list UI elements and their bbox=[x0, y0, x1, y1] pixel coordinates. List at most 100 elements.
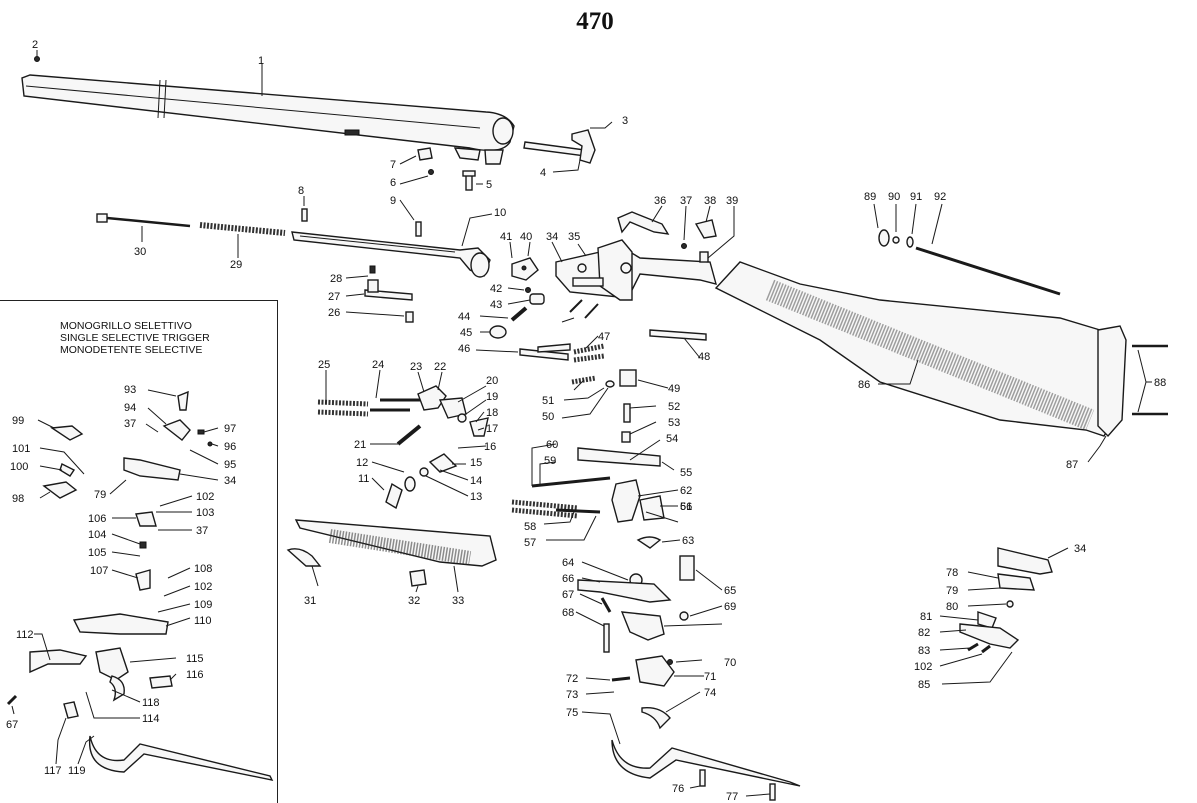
inset-heading-french: MONODETENTE SELECTIVE bbox=[60, 344, 203, 356]
part-label-main-25: 26 bbox=[328, 307, 340, 319]
part-label-inset-17: 105 bbox=[88, 547, 106, 559]
inset-parts bbox=[6, 390, 274, 781]
part-label-main-64: 65 bbox=[724, 585, 736, 597]
part-label-inset-5: 95 bbox=[224, 459, 236, 471]
part-label-main-15: 16 bbox=[484, 441, 496, 453]
part-number-labels: 1234567891011121314151617181920212223242… bbox=[6, 39, 1166, 803]
part-label-main-12: 13 bbox=[470, 491, 482, 503]
part-label-right-0: 34 bbox=[1074, 543, 1086, 555]
part-label-inset-21: 109 bbox=[194, 599, 212, 611]
part-label-inset-4: 96 bbox=[224, 441, 236, 453]
part-label-main-3: 4 bbox=[540, 167, 546, 179]
diagram-title: 470 bbox=[576, 8, 614, 35]
part-label-main-49: 50 bbox=[542, 411, 554, 423]
part-label-main-59: 60 bbox=[546, 439, 558, 451]
part-label-main-56: 57 bbox=[524, 537, 536, 549]
part-label-inset-26: 118 bbox=[142, 697, 160, 709]
part-label-main-74: 75 bbox=[566, 707, 578, 719]
part-label-inset-19: 108 bbox=[194, 563, 212, 575]
part-label-main-18: 19 bbox=[486, 391, 498, 403]
part-label-right-1: 78 bbox=[946, 567, 958, 579]
part-label-inset-1: 94 bbox=[124, 402, 136, 414]
part-label-inset-14: 106 bbox=[88, 513, 106, 525]
part-label-main-37: 38 bbox=[704, 195, 716, 207]
part-label-main-41: 42 bbox=[490, 283, 502, 295]
part-label-main-65: 66 bbox=[562, 573, 574, 585]
forend-assembly bbox=[286, 519, 497, 587]
part-label-inset-24: 115 bbox=[186, 653, 204, 665]
part-label-main-32: 33 bbox=[452, 595, 464, 607]
part-label-main-48: 49 bbox=[668, 383, 680, 395]
part-label-main-8: 9 bbox=[390, 195, 396, 207]
part-label-main-63: 64 bbox=[562, 557, 574, 569]
part-label-main-46: 47 bbox=[598, 331, 610, 343]
part-label-inset-12: 102 bbox=[196, 491, 214, 503]
part-label-main-82: 91 bbox=[910, 191, 922, 203]
part-label-main-30: 31 bbox=[304, 595, 316, 607]
part-label-main-55: 56 bbox=[680, 501, 692, 513]
inset-heading-english: SINGLE SELECTIVE TRIGGER bbox=[60, 332, 210, 344]
part-label-inset-10: 98 bbox=[12, 493, 24, 505]
barrel-assembly bbox=[21, 50, 515, 165]
part-label-main-45: 46 bbox=[458, 343, 470, 355]
part-label-inset-6: 34 bbox=[224, 475, 236, 487]
part-label-main-11: 12 bbox=[356, 457, 368, 469]
part-label-main-20: 21 bbox=[354, 439, 366, 451]
part-label-right-8: 85 bbox=[918, 679, 930, 691]
part-label-main-69: 70 bbox=[724, 657, 736, 669]
part-label-main-53: 54 bbox=[666, 433, 678, 445]
stock-assembly bbox=[714, 229, 1168, 438]
part-label-inset-25: 116 bbox=[186, 669, 204, 681]
part-label-main-9: 10 bbox=[494, 207, 506, 219]
part-label-main-29: 30 bbox=[134, 246, 146, 258]
part-label-main-47: 48 bbox=[698, 351, 710, 363]
part-label-main-1: 2 bbox=[32, 39, 38, 51]
part-label-main-2: 3 bbox=[622, 115, 628, 127]
part-label-inset-23: 112 bbox=[16, 629, 34, 641]
inset-heading: MONOGRILLO SELETTIVO SINGLE SELECTIVE TR… bbox=[60, 320, 210, 356]
leader-lines bbox=[11, 64, 1152, 797]
rods-springs-upper bbox=[96, 213, 491, 278]
small-upper-parts bbox=[301, 129, 596, 237]
part-label-inset-2: 37 bbox=[124, 418, 136, 430]
part-label-main-43: 44 bbox=[458, 311, 470, 323]
part-label-main-38: 39 bbox=[726, 195, 738, 207]
part-label-main-76: 77 bbox=[726, 791, 738, 803]
part-label-main-0: 1 bbox=[258, 55, 264, 67]
part-label-main-21: 22 bbox=[434, 361, 446, 373]
part-label-main-72: 73 bbox=[566, 689, 578, 701]
part-label-inset-8: 101 bbox=[12, 443, 30, 455]
part-label-main-83: 92 bbox=[934, 191, 946, 203]
part-label-main-14: 15 bbox=[470, 457, 482, 469]
part-label-inset-15: 37 bbox=[196, 525, 208, 537]
part-label-main-19: 20 bbox=[486, 375, 498, 387]
part-label-main-31: 32 bbox=[408, 595, 420, 607]
part-label-main-6: 7 bbox=[390, 159, 396, 171]
part-label-inset-7: 99 bbox=[12, 415, 24, 427]
part-label-main-23: 24 bbox=[372, 359, 384, 371]
part-label-main-5: 6 bbox=[390, 177, 396, 189]
part-label-main-52: 53 bbox=[668, 417, 680, 429]
part-label-main-39: 40 bbox=[520, 231, 532, 243]
part-label-main-71: 72 bbox=[566, 673, 578, 685]
part-label-main-33: 34 bbox=[546, 231, 558, 243]
part-label-main-35: 36 bbox=[654, 195, 666, 207]
part-label-main-77: 86 bbox=[858, 379, 870, 391]
part-label-main-60: 61 bbox=[680, 501, 692, 513]
single-trigger-inset-frame bbox=[0, 300, 278, 803]
part-label-right-7: 102 bbox=[914, 661, 932, 673]
part-label-main-34: 35 bbox=[568, 231, 580, 243]
part-label-inset-9: 100 bbox=[10, 461, 28, 473]
part-label-main-16: 17 bbox=[486, 423, 498, 435]
part-label-main-78: 87 bbox=[1066, 459, 1078, 471]
part-label-main-10: 11 bbox=[358, 473, 369, 485]
part-label-right-5: 82 bbox=[918, 627, 930, 639]
part-label-main-73: 74 bbox=[704, 687, 716, 699]
part-label-inset-16: 104 bbox=[88, 529, 106, 541]
part-label-main-70: 71 bbox=[704, 671, 716, 683]
part-label-main-79: 88 bbox=[1154, 377, 1166, 389]
part-label-inset-27: 114 bbox=[142, 713, 160, 725]
part-label-inset-3: 97 bbox=[224, 423, 236, 435]
part-label-right-3: 80 bbox=[946, 601, 958, 613]
